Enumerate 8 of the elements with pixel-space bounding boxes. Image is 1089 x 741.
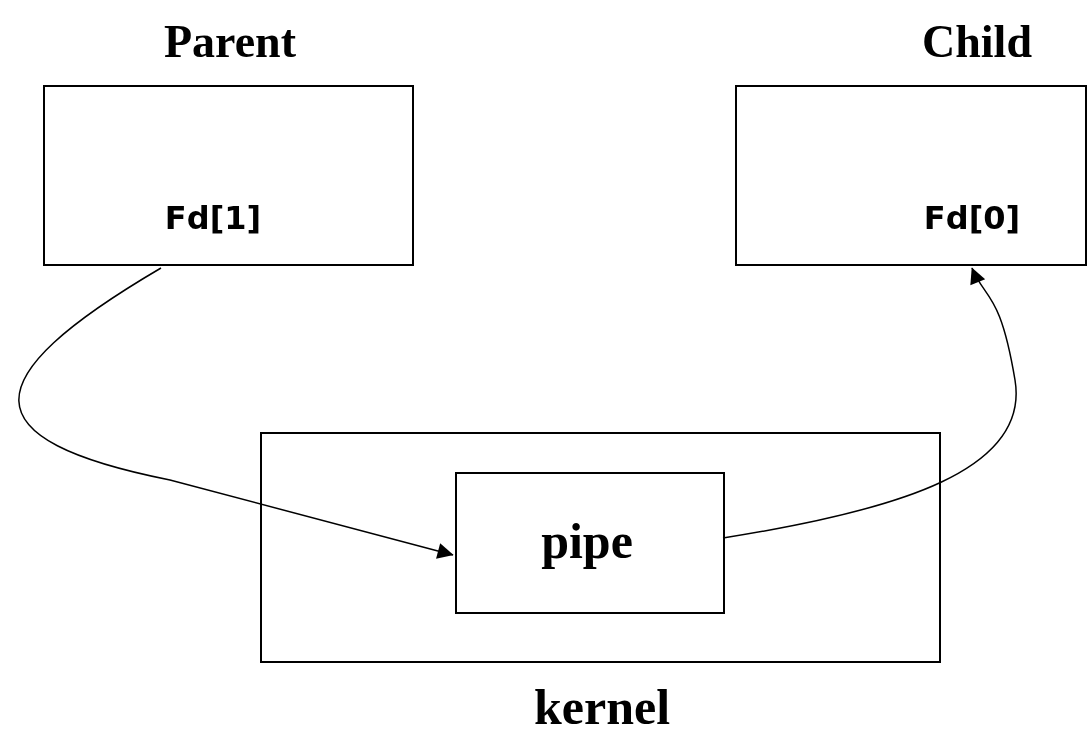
box-heading: Parent [164, 19, 296, 65]
box-label: Fd[0] [923, 202, 1021, 234]
process-box [455, 472, 725, 614]
arrow [18, 267, 454, 559]
box-label: Fd[1] [164, 202, 262, 234]
box-heading: kernel [533, 682, 671, 732]
arrow [722, 267, 1017, 539]
box-heading: Child [922, 19, 1032, 65]
